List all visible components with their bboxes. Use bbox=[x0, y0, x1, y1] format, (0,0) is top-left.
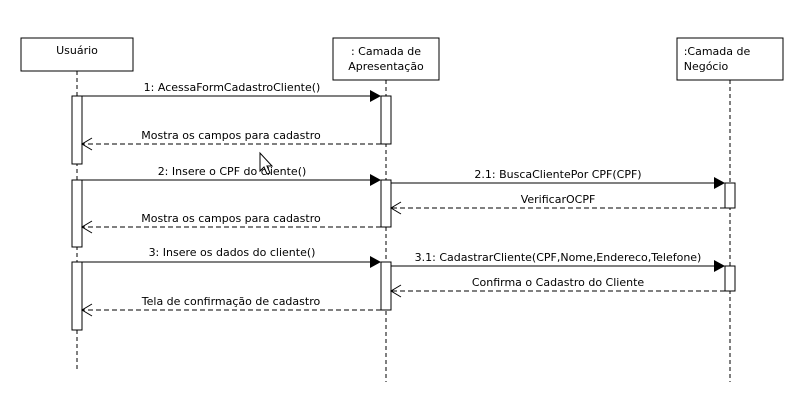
filled-arrowhead-icon bbox=[370, 256, 381, 268]
lifeline-apresentacao-label-line2: Apresentação bbox=[348, 60, 424, 73]
filled-arrowhead-icon bbox=[714, 177, 725, 189]
filled-arrowhead-icon bbox=[370, 174, 381, 186]
message-1-label: 1: AcessaFormCadastroCliente() bbox=[144, 81, 321, 94]
activation-usuario-1 bbox=[71, 95, 83, 165]
message-2-1-return-label: VerificarOCPF bbox=[521, 193, 596, 206]
open-arrowhead-icon bbox=[81, 137, 93, 151]
lifeline-negocio-header[interactable]: :Camada de Negócio bbox=[676, 37, 784, 81]
message-2-1[interactable]: 2.1: BuscaClientePor CPF(CPF) bbox=[391, 168, 725, 189]
message-2-return-label: Mostra os campos para cadastro bbox=[141, 212, 321, 225]
message-3-1-return[interactable]: Confirma o Cadastro do Cliente bbox=[390, 276, 725, 298]
activation-usuario-3 bbox=[71, 261, 83, 331]
message-3-label: 3: Insere os dados do cliente() bbox=[149, 246, 316, 259]
filled-arrowhead-icon bbox=[714, 260, 725, 272]
message-3-return-label: Tela de confirmação de cadastro bbox=[141, 295, 321, 308]
message-3[interactable]: 3: Insere os dados do cliente() bbox=[82, 246, 381, 268]
activation-negocio-1 bbox=[724, 182, 736, 209]
message-1-return[interactable]: Mostra os campos para cadastro bbox=[81, 129, 381, 151]
activation-negocio-2 bbox=[724, 265, 736, 292]
lifeline-usuario-label: Usuário bbox=[56, 44, 98, 57]
activation-usuario-2 bbox=[71, 179, 83, 248]
activation-apresentacao-1 bbox=[380, 95, 392, 145]
message-1-return-label: Mostra os campos para cadastro bbox=[141, 129, 321, 142]
lifeline-apresentacao-header[interactable]: : Camada de Apresentação bbox=[332, 37, 440, 81]
message-2-label: 2: Insere o CPF do cliente() bbox=[158, 165, 307, 178]
open-arrowhead-icon bbox=[390, 284, 402, 298]
message-2-1-return[interactable]: VerificarOCPF bbox=[390, 193, 725, 215]
filled-arrowhead-icon bbox=[370, 90, 381, 102]
open-arrowhead-icon bbox=[81, 220, 93, 234]
activation-apresentacao-2 bbox=[380, 179, 392, 228]
open-arrowhead-icon bbox=[390, 201, 402, 215]
message-2-1-label: 2.1: BuscaClientePor CPF(CPF) bbox=[474, 168, 641, 181]
mouse-pointer-icon bbox=[259, 151, 274, 175]
message-3-1-label: 3.1: CadastrarCliente(CPF,Nome,Endereco,… bbox=[415, 251, 702, 264]
lifeline-apresentacao-label-line1: : Camada de bbox=[351, 45, 421, 58]
lifeline-negocio-label-line1: :Camada de bbox=[684, 45, 751, 58]
message-3-return[interactable]: Tela de confirmação de cadastro bbox=[81, 295, 381, 317]
lifeline-usuario-header[interactable]: Usuário bbox=[20, 37, 134, 72]
message-3-1[interactable]: 3.1: CadastrarCliente(CPF,Nome,Endereco,… bbox=[391, 251, 725, 272]
activation-apresentacao-3 bbox=[380, 261, 392, 311]
message-1[interactable]: 1: AcessaFormCadastroCliente() bbox=[82, 81, 381, 102]
message-3-1-return-label: Confirma o Cadastro do Cliente bbox=[472, 276, 645, 289]
message-2[interactable]: 2: Insere o CPF do cliente() bbox=[82, 165, 381, 186]
open-arrowhead-icon bbox=[81, 303, 93, 317]
lifeline-negocio-label-line2: Negócio bbox=[684, 60, 729, 73]
message-2-return[interactable]: Mostra os campos para cadastro bbox=[81, 212, 381, 234]
